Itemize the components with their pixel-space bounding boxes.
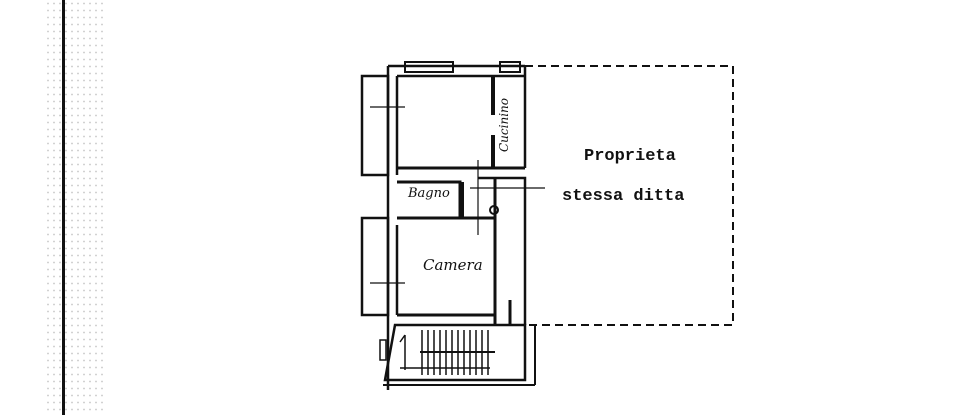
binding-edge-line [62,0,65,415]
annotation-line-1: Proprieta [584,147,676,166]
room-label-kitchen: Cucinino [497,98,511,152]
annotation-line-2: stessa ditta [562,187,685,206]
room-label-bathroom: Bagno [408,186,450,201]
room-label-bedroom: Camera [423,256,483,274]
scan-noise [45,0,105,415]
